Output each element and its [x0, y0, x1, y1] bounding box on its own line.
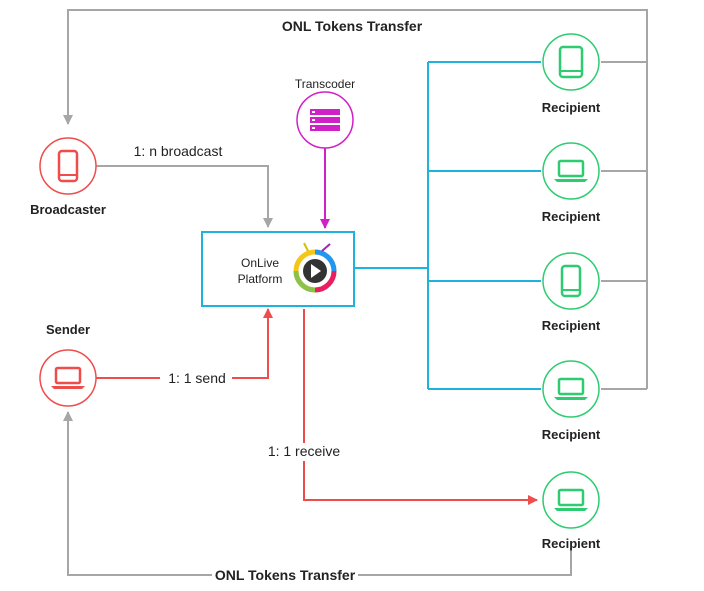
laptop-icon: [554, 159, 588, 182]
top-transfer-label-bg: [278, 14, 426, 36]
send-label: 1: 1 send: [168, 370, 226, 386]
recipient-node: Recipient: [542, 142, 601, 224]
bottom-transfer-connector: [63, 411, 572, 576]
top-transfer-label: ONL Tokens Transfer: [282, 18, 423, 34]
recipient-label: Recipient: [542, 427, 601, 442]
recipient-node: Recipient: [542, 33, 601, 115]
onlive-platform: OnLive Platform: [201, 231, 355, 307]
receive-connector: [303, 309, 538, 505]
recipient-label: Recipient: [542, 100, 601, 115]
transcoder-node: Transcoder: [295, 77, 355, 149]
recipient-node: Recipient: [542, 471, 601, 551]
broadcast-connector: [96, 165, 273, 228]
send-label-bg: [160, 369, 232, 387]
laptop-icon: [554, 377, 588, 400]
recipient-label: Recipient: [542, 318, 601, 333]
recipient-node: Recipient: [542, 360, 601, 442]
recipient-label: Recipient: [542, 209, 601, 224]
broadcaster-label: Broadcaster: [30, 202, 106, 217]
laptop-icon: [554, 488, 588, 511]
top-transfer-connector: [63, 9, 648, 390]
sender-node: Sender: [39, 322, 97, 407]
sender-label: Sender: [46, 322, 90, 337]
receive-label-bg: [264, 443, 344, 461]
phone-icon: [560, 264, 582, 298]
platform-name-line1: OnLive: [241, 256, 279, 270]
broadcast-label: 1: n broadcast: [134, 143, 223, 159]
phone-icon: [57, 149, 79, 183]
server-stack-icon: [310, 109, 340, 131]
recipient-label: Recipient: [542, 536, 601, 551]
tablet-icon: [558, 45, 584, 79]
transcoder-label: Transcoder: [295, 77, 355, 91]
onlive-play-logo: [293, 242, 337, 293]
recipient-node: Recipient: [542, 252, 601, 333]
bottom-transfer-label: ONL Tokens Transfer: [215, 567, 356, 583]
send-connector: [96, 308, 273, 379]
distribution-connector: [354, 61, 541, 390]
receive-label: 1: 1 receive: [268, 443, 341, 459]
broadcaster-node: Broadcaster: [30, 137, 106, 217]
bottom-transfer-label-bg: [212, 564, 358, 586]
platform-name-line2: Platform: [238, 272, 283, 286]
laptop-icon: [51, 366, 85, 389]
